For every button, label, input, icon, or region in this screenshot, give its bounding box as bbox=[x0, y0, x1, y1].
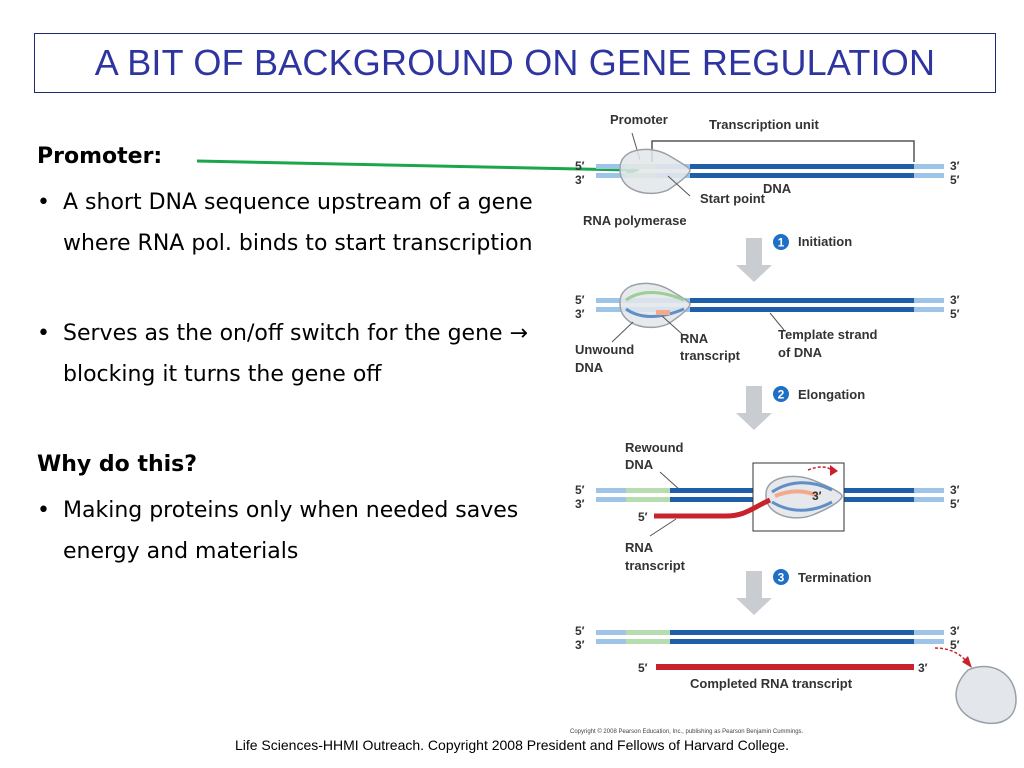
step-termination-label: Termination bbox=[798, 570, 871, 585]
five-prime-label: 5′ bbox=[575, 159, 585, 173]
slide-footer: Life Sciences-HHMI Outreach. Copyright 2… bbox=[234, 737, 790, 753]
svg-text:DNA: DNA bbox=[575, 360, 604, 375]
promoter-heading: Promoter: bbox=[37, 144, 163, 169]
dna-label: DNA bbox=[763, 181, 792, 196]
panel-elongation: Rewound DNA 5′ 3′ 3′ 5′ 3′ 5′ RNA transc… bbox=[575, 440, 960, 573]
svg-text:5′: 5′ bbox=[575, 483, 585, 497]
svg-text:5′: 5′ bbox=[638, 661, 648, 675]
rna-polymerase-label: RNA polymerase bbox=[583, 213, 687, 228]
released-polymerase-shape bbox=[955, 665, 1017, 725]
why-heading: Why do this? bbox=[37, 452, 198, 477]
svg-text:3′: 3′ bbox=[950, 159, 960, 173]
svg-text:2: 2 bbox=[778, 388, 785, 402]
rna-transcript-strand bbox=[654, 497, 772, 519]
svg-text:3′: 3′ bbox=[812, 489, 822, 503]
completed-rna-label: Completed RNA transcript bbox=[690, 676, 853, 691]
bullet-dot: • bbox=[37, 190, 50, 215]
dna-strand bbox=[670, 630, 914, 635]
svg-text:of DNA: of DNA bbox=[778, 345, 823, 360]
three-prime-label: 3′ bbox=[575, 173, 585, 187]
template-strand-label: Template strand bbox=[778, 327, 878, 342]
bullet-item: • A short DNA sequence upstream of a gen… bbox=[37, 182, 557, 264]
svg-text:5′: 5′ bbox=[950, 497, 960, 511]
dna-strand bbox=[690, 164, 914, 169]
bullet-text: A short DNA sequence upstream of a gene … bbox=[63, 190, 533, 256]
step-number-badge bbox=[773, 386, 789, 402]
svg-text:5′: 5′ bbox=[950, 173, 960, 187]
svg-text:3: 3 bbox=[778, 571, 785, 585]
bullet-item: • Serves as the on/off switch for the ge… bbox=[37, 313, 557, 395]
panel-termination: 5′ 3′ 3′ 5′ 5′ 3′ Completed RNA transcri… bbox=[575, 624, 1017, 725]
rna-transcript-stub bbox=[656, 310, 670, 315]
svg-text:3′: 3′ bbox=[950, 293, 960, 307]
start-point-label: Start point bbox=[700, 191, 766, 206]
bullet-dot: • bbox=[37, 498, 50, 523]
svg-text:5′: 5′ bbox=[638, 510, 648, 524]
transcription-diagram: Promoter Transcription unit 5′ 3′ 3′ 5′ … bbox=[575, 112, 1017, 725]
svg-text:5′: 5′ bbox=[950, 638, 960, 652]
svg-text:1: 1 bbox=[778, 236, 785, 250]
rna-polymerase-shape bbox=[619, 148, 691, 195]
dna-strand bbox=[670, 639, 914, 644]
promoter-label: Promoter bbox=[610, 112, 668, 127]
title-box: A BIT OF BACKGROUND ON GENE REGULATION bbox=[34, 33, 996, 93]
down-arrow-icon bbox=[736, 238, 772, 282]
svg-text:3′: 3′ bbox=[950, 483, 960, 497]
down-arrow-icon bbox=[736, 386, 772, 430]
rna-polymerase-shape bbox=[619, 282, 691, 329]
svg-text:transcript: transcript bbox=[680, 348, 741, 363]
dna-strand bbox=[690, 173, 914, 178]
step-number-badge bbox=[773, 234, 789, 250]
svg-text:3′: 3′ bbox=[575, 307, 585, 321]
step-initiation-label: Initiation bbox=[798, 234, 852, 249]
svg-text:3′: 3′ bbox=[950, 624, 960, 638]
figure-copyright: Copyright © 2008 Pearson Education, Inc.… bbox=[570, 729, 804, 735]
svg-text:3′: 3′ bbox=[575, 497, 585, 511]
svg-text:5′: 5′ bbox=[575, 293, 585, 307]
dna-strand bbox=[690, 298, 914, 303]
svg-text:5′: 5′ bbox=[575, 624, 585, 638]
svg-text:5′: 5′ bbox=[950, 307, 960, 321]
panel-initiation: 5′ 3′ 3′ 5′ Unwound DNA RNA transcript T… bbox=[575, 282, 960, 375]
step-number-badge bbox=[773, 569, 789, 585]
rewound-dna-label: Rewound bbox=[625, 440, 684, 455]
bullet-dot: • bbox=[37, 321, 50, 346]
transcription-unit-label: Transcription unit bbox=[709, 117, 819, 132]
rna-transcript-label: RNA bbox=[625, 540, 654, 555]
completed-rna-strand bbox=[656, 664, 914, 670]
transcription-unit-bracket bbox=[651, 140, 915, 162]
unwound-dna-label: Unwound bbox=[575, 342, 634, 357]
svg-text:3′: 3′ bbox=[918, 661, 928, 675]
bullet-item: • Making proteins only when needed saves… bbox=[37, 490, 557, 572]
slide-title: A BIT OF BACKGROUND ON GENE REGULATION bbox=[94, 42, 936, 83]
dna-strand bbox=[690, 307, 914, 312]
svg-text:transcript: transcript bbox=[625, 558, 686, 573]
bullet-text: Serves as the on/off switch for the gene… bbox=[63, 321, 528, 387]
down-arrow-icon bbox=[736, 571, 772, 615]
step-elongation-label: Elongation bbox=[798, 387, 865, 402]
svg-text:3′: 3′ bbox=[575, 638, 585, 652]
panel-initiation-setup: Promoter Transcription unit 5′ 3′ 3′ 5′ … bbox=[575, 112, 960, 228]
rna-transcript-label: RNA bbox=[680, 331, 709, 346]
svg-text:DNA: DNA bbox=[625, 457, 654, 472]
bullet-text: Making proteins only when needed saves e… bbox=[63, 498, 519, 564]
